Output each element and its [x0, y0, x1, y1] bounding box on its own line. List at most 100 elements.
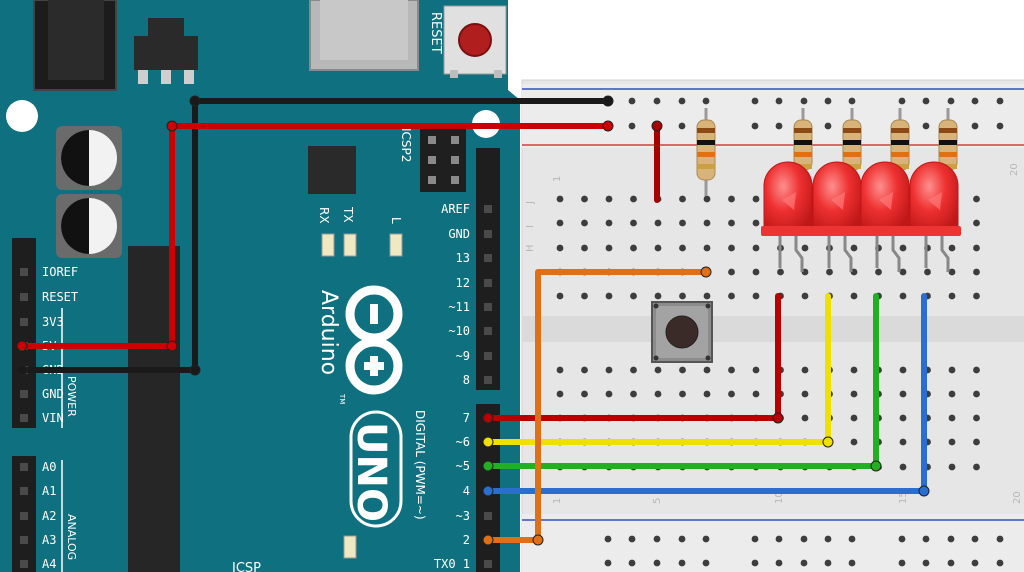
pin-label: ~11 — [448, 300, 470, 314]
breadboard-hole — [973, 463, 980, 471]
breadboard-hole — [605, 390, 613, 398]
column-number-20-bottom: 20 — [1012, 491, 1023, 504]
header-pin — [20, 293, 28, 301]
breadboard-hole — [948, 268, 956, 276]
column-number-1-top: 1 — [552, 176, 563, 182]
column-number-15-bottom: 15 — [898, 491, 909, 504]
breadboard-hole — [850, 438, 858, 446]
wire-endpoint — [482, 412, 494, 424]
breadboard-hole — [948, 366, 956, 374]
wire-endpoint — [482, 460, 494, 472]
breadboard-hole — [728, 292, 735, 300]
breadboard-hole — [654, 244, 662, 252]
breadboard-hole — [556, 219, 564, 227]
breadboard-hole — [556, 244, 564, 252]
breadboard-hole — [630, 390, 637, 398]
breadboard-hole — [702, 97, 710, 105]
icsp2-pins — [428, 136, 459, 184]
breadboard-hole — [581, 366, 588, 374]
breadboard-hole — [605, 292, 613, 300]
breadboard-hole — [850, 414, 858, 422]
smd-component — [343, 535, 357, 559]
breadboard-hole — [899, 438, 907, 446]
wire-5v-red[interactable] — [19, 123, 611, 349]
uno-badge — [349, 410, 403, 528]
header-pin — [484, 560, 492, 568]
icsp-pin — [428, 176, 436, 184]
wire-gnd-black[interactable] — [19, 98, 611, 373]
breadboard-hole — [947, 97, 955, 105]
pin-label: A3 — [42, 533, 56, 547]
breadboard-hole — [848, 535, 856, 543]
pin-label: GND — [448, 227, 470, 241]
header-pin — [20, 487, 28, 495]
breadboard-hole — [973, 438, 980, 446]
breadboard-hole — [728, 244, 735, 252]
wire-endpoint — [651, 120, 663, 132]
pin-label: A2 — [42, 509, 56, 523]
wire-endpoints — [16, 95, 930, 546]
icsp-label: ICSP — [232, 561, 261, 572]
breadboard-hole — [703, 195, 711, 203]
breadboard-hole — [971, 535, 979, 543]
reset-button[interactable] — [458, 23, 492, 57]
breadboard-hole — [824, 97, 832, 105]
breadboard-hole — [824, 535, 832, 543]
breadboard-hole — [751, 97, 759, 105]
breadboard-hole — [679, 366, 686, 374]
uno-text: UNO — [348, 422, 394, 522]
breadboard-hole — [948, 463, 956, 471]
breadboard-hole — [702, 535, 710, 543]
resistor — [890, 108, 910, 186]
breadboard-hole — [605, 244, 613, 252]
breadboard-hole — [826, 268, 833, 276]
pushbutton[interactable] — [651, 301, 713, 363]
breadboard-hole — [752, 268, 760, 276]
breadboard-hole — [605, 219, 613, 227]
breadboard-hole — [678, 535, 686, 543]
wire-endpoint — [822, 436, 834, 448]
icsp2-label: ICSP2 — [399, 128, 413, 162]
breadboard-hole — [653, 559, 661, 567]
breadboard-hole — [679, 390, 686, 398]
breadboard-hole — [556, 195, 564, 203]
wire-endpoint — [700, 266, 712, 278]
header-pin — [484, 352, 492, 360]
header-pin — [484, 205, 492, 213]
wire-endpoint — [602, 120, 614, 132]
wire-pin2-orange[interactable] — [485, 269, 709, 543]
breadboard-hole — [848, 97, 856, 105]
icsp2-header — [420, 126, 466, 192]
breadboard-hole — [948, 390, 956, 398]
breadboard-hole — [973, 195, 980, 203]
column-number-10-bottom: 10 — [774, 491, 785, 504]
wire-endpoint — [772, 412, 784, 424]
voltage-regulator — [148, 18, 184, 36]
red-led — [810, 161, 864, 272]
wire-endpoint — [532, 534, 544, 546]
digital-header-upper — [476, 148, 500, 390]
breadboard-hole — [948, 414, 956, 422]
pin-label: ~3 — [456, 509, 470, 523]
power-label: POWER — [65, 376, 78, 417]
breadboard-hole — [751, 535, 759, 543]
pin-label: RESET — [42, 290, 78, 304]
wire-endpoint — [166, 340, 178, 352]
breadboard-hole — [678, 559, 686, 567]
breadboard-hole — [775, 122, 783, 130]
breadboard-hole — [824, 122, 832, 130]
icsp-pin — [451, 176, 459, 184]
breadboard-hole — [973, 414, 980, 422]
rx-led — [321, 233, 335, 257]
breadboard-hole — [581, 219, 588, 227]
breadboard-hole — [848, 559, 856, 567]
breadboard-hole — [751, 559, 759, 567]
breadboard-hole — [899, 244, 907, 252]
breadboard-hole — [752, 366, 760, 374]
header-pin — [20, 268, 28, 276]
breadboard-hole — [971, 122, 979, 130]
breadboard-hole — [556, 292, 564, 300]
wire-endpoint — [918, 485, 930, 497]
breadboard-hole — [777, 268, 784, 276]
